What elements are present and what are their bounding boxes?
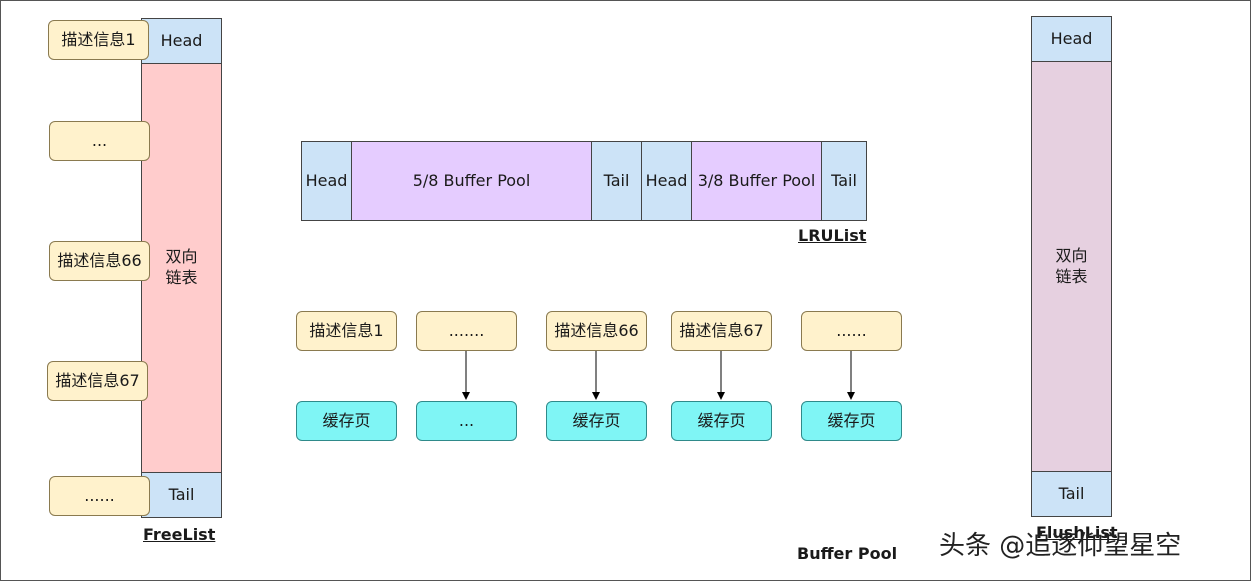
flushlist-label: FlushList [1036, 523, 1118, 542]
freelist-descriptor-more: ...... [49, 476, 150, 516]
buffer-pool-label: Buffer Pool [797, 544, 898, 563]
bp-cache-page-66: 缓存页 [546, 401, 647, 441]
freelist-head: Head [141, 18, 222, 64]
watermark-text: 头条 @追逐仰望星空 [939, 531, 1182, 561]
bp-cache-page-67: 缓存页 [671, 401, 772, 441]
bp-descriptor-1: 描述信息1 [296, 311, 397, 351]
lrulist-old-head: Head [641, 141, 692, 221]
freelist-descriptor-ellipsis: ... [49, 121, 150, 161]
bp-cache-page-more: 缓存页 [801, 401, 902, 441]
flushlist-tail: Tail [1031, 471, 1112, 517]
bp-cache-page-1: 缓存页 [296, 401, 397, 441]
lrulist-old-tail: Tail [821, 141, 867, 221]
bp-cache-page-ellipsis: ... [416, 401, 517, 441]
bp-descriptor-ellipsis: ....... [416, 311, 517, 351]
lrulist-young-head: Head [301, 141, 352, 221]
lrulist-young-segment: 5/8 Buffer Pool [351, 141, 592, 221]
freelist-descriptor-1: 描述信息1 [48, 20, 149, 60]
bp-descriptor-more: ...... [801, 311, 902, 351]
flushlist-head: Head [1031, 16, 1112, 62]
freelist-tail: Tail [141, 472, 222, 518]
lrulist-old-segment: 3/8 Buffer Pool [691, 141, 822, 221]
freelist-label: FreeList [143, 525, 216, 544]
flushlist-body: 双向 链表 [1031, 61, 1112, 472]
lrulist-young-tail: Tail [591, 141, 642, 221]
lrulist-label: LRUList [798, 226, 867, 245]
freelist-descriptor-67: 描述信息67 [47, 361, 148, 401]
bp-descriptor-67: 描述信息67 [671, 311, 772, 351]
freelist-descriptor-66: 描述信息66 [49, 241, 150, 281]
bp-descriptor-66: 描述信息66 [546, 311, 647, 351]
